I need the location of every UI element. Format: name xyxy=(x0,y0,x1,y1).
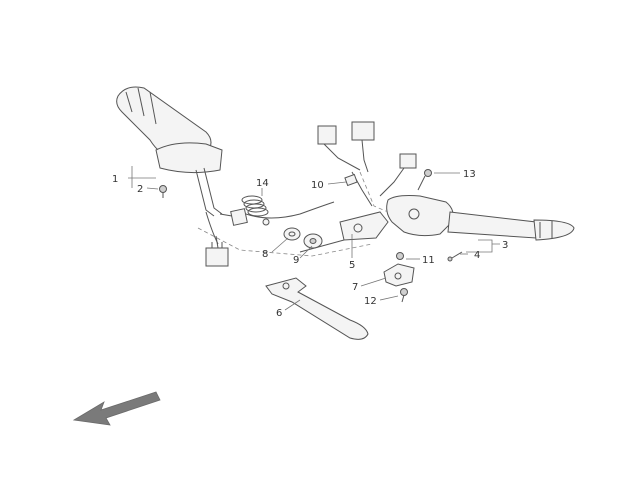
callout-labels: 1 2 3 4 5 6 7 8 9 10 11 12 13 14 xyxy=(112,169,508,319)
callout-11: 11 xyxy=(422,255,435,266)
screw-part-2 xyxy=(159,185,167,198)
callout-1: 1 xyxy=(112,174,118,185)
front-direction-arrow-icon xyxy=(72,391,161,426)
screw-part-4 xyxy=(447,251,463,262)
part-9-washer xyxy=(303,233,323,249)
bolt-part-13 xyxy=(417,169,432,191)
leader-lines xyxy=(128,166,500,311)
callout-8: 8 xyxy=(262,249,268,260)
callout-14: 14 xyxy=(256,178,269,189)
bolt-part-12 xyxy=(400,288,408,303)
callout-7: 7 xyxy=(352,282,358,293)
bracket-part-7 xyxy=(383,263,415,287)
callout-10: 10 xyxy=(311,180,324,191)
switch-housing-assembly xyxy=(386,195,575,241)
spring-part-14 xyxy=(241,195,270,226)
callout-5: 5 xyxy=(349,260,355,271)
brake-lever-part-6 xyxy=(265,277,369,340)
callout-12: 12 xyxy=(364,296,377,307)
part-8-collar xyxy=(283,227,301,241)
callout-4: 4 xyxy=(474,250,480,261)
assembly-guide-lines xyxy=(197,171,389,257)
throttle-grip-assembly xyxy=(116,86,248,267)
callout-2: 2 xyxy=(137,184,143,195)
wiring-harness xyxy=(245,121,417,219)
callout-9: 9 xyxy=(293,255,299,266)
callout-13: 13 xyxy=(463,169,476,180)
bolt-part-11 xyxy=(396,252,404,260)
callout-6: 6 xyxy=(276,308,282,319)
master-cylinder-part-5 xyxy=(299,211,389,253)
part-10-connector xyxy=(344,173,358,187)
callout-3: 3 xyxy=(502,240,508,251)
